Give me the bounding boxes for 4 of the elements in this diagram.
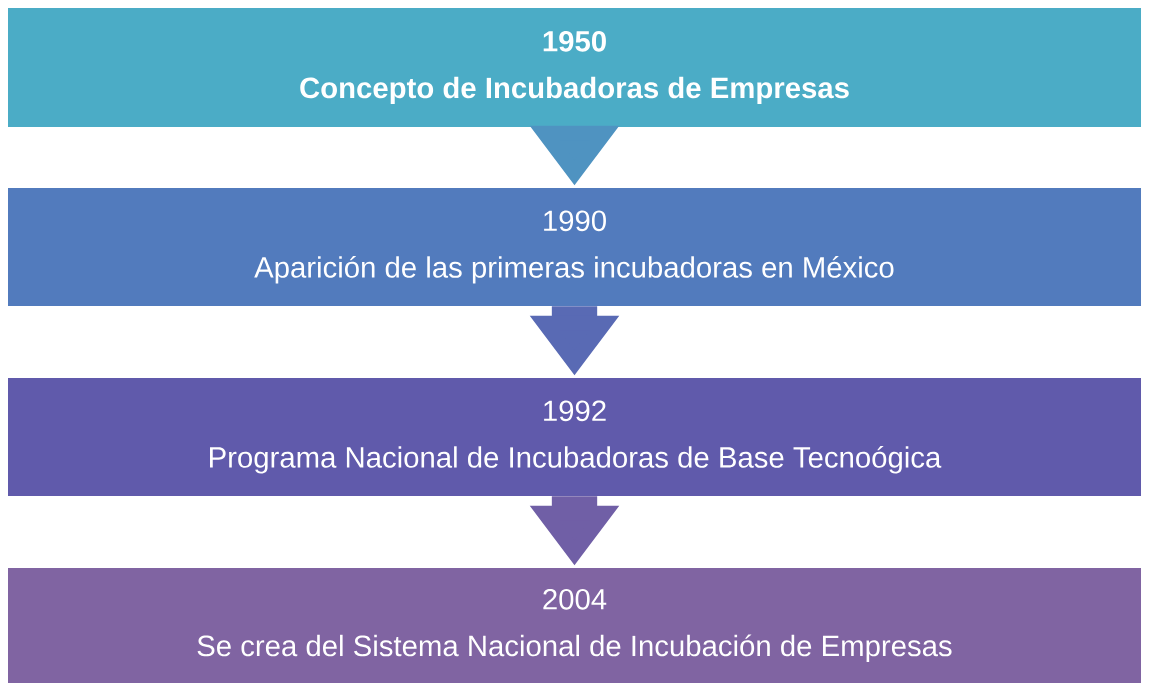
timeline-box: 1990 Aparición de las primeras incubadoras en México (8, 188, 1141, 306)
timeline-box: 1992 Programa Nacional de Incubadoras de Base Tecnoógica (8, 378, 1141, 496)
timeline-box: 2004 Se crea del Sistema Nacional de Incubación de Empresas (8, 568, 1141, 683)
timeline-box: 1950 Concepto de Incubadoras de Empresas (8, 8, 1141, 127)
